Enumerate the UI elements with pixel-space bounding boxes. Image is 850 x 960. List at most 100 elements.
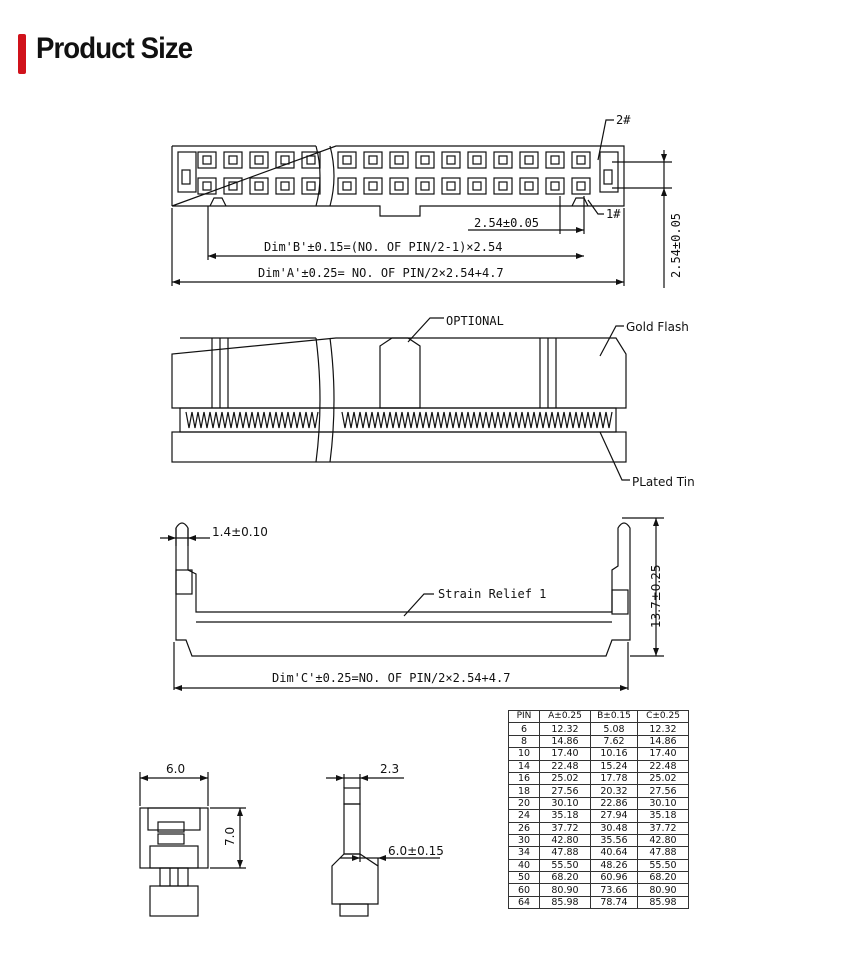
table-cell: 60 [508,883,540,897]
pin-contact [420,155,430,165]
table-cell: 10.16 [590,747,638,761]
table-cell: 78.74 [590,895,638,910]
table-cell: 25.02 [539,771,591,786]
pin-contact [368,155,378,165]
table-cell: 16 [508,771,540,786]
page-title: Product Size [36,32,193,65]
table-cell: 10 [508,747,540,761]
table-cell: 30.10 [637,796,689,811]
table-cell: 80.90 [539,883,591,897]
table-cell: 55.50 [637,858,689,873]
table-cell: 50 [508,871,540,885]
table-cell: 30.48 [590,821,638,835]
pin-socket [197,177,217,195]
pin-contact [394,155,404,165]
table-cell: 15.24 [590,759,638,773]
pin-contact [550,181,560,191]
table-cell: 34 [508,846,540,860]
pin-socket [441,177,461,195]
table-cell: 17.40 [637,747,689,761]
pin-socket [493,151,513,169]
pin-socket [545,177,565,195]
pin-contact [254,155,264,165]
table-cell: 40 [508,858,540,873]
table-cell: 8 [508,734,540,749]
table-cell: 64 [508,895,540,910]
table-cell: 14.86 [637,734,689,749]
table-cell: 47.88 [539,846,591,860]
pin-socket [337,177,357,195]
relief-height-label: 13.7±0.25 [649,565,663,629]
pin-socket [249,151,269,169]
table-cell: 73.66 [590,883,638,897]
table-cell: 12.32 [637,722,689,736]
accent-bar [18,34,26,74]
pin-contact [550,155,560,165]
column-header: C±0.25 [637,709,689,724]
side-height-label: 7.0 [223,827,237,846]
table-cell: 47.88 [637,846,689,860]
pin-socket [197,151,217,169]
table-cell: 22.48 [637,759,689,773]
gold-flash-label: Gold Flash [626,320,689,334]
pin-contact [420,181,430,191]
pin-socket [363,177,383,195]
pin-contact [498,181,508,191]
pin-socket [441,151,461,169]
height-label: 2.54±0.05 [669,213,683,278]
pin-contact [306,155,316,165]
pin-socket [415,151,435,169]
pin-contact [472,181,482,191]
side-width-label: 6.0 [166,762,185,776]
pin-grid [197,151,591,195]
table-cell: 17.40 [539,747,591,761]
table-cell: 30.10 [539,796,591,811]
column-header: PIN [508,709,540,724]
pin-contact [524,181,534,191]
table-cell: 35.18 [637,809,689,823]
pin-socket [301,151,321,169]
table-cell: 27.56 [637,784,689,798]
table-cell: 80.90 [637,883,689,897]
optional-label: OPTIONAL [446,314,504,328]
pin-contact [342,181,352,191]
pin-socket [571,177,591,195]
pin-socket [337,151,357,169]
side2-width-label: 2.3 [380,762,399,776]
plated-tin-label: PLated Tin [632,475,695,489]
pin-contact [254,181,264,191]
pin-socket [223,177,243,195]
contact-teeth [185,411,613,429]
pin-contact [394,181,404,191]
side-view-left [139,772,246,917]
table-cell: 7.62 [590,734,638,749]
teeth-path [185,411,613,429]
table-cell: 60.96 [590,871,638,885]
column-header: B±0.15 [590,709,638,724]
pin-contact [446,155,456,165]
pin-socket [363,151,383,169]
table-cell: 14.86 [539,734,591,749]
table-cell: 30 [508,833,540,848]
pin-socket [275,151,295,169]
pin2-label: 2# [616,113,631,127]
table-cell: 68.20 [539,871,591,885]
strain-relief-view [160,517,664,690]
pin-socket [545,151,565,169]
table-cell: 85.98 [637,895,689,910]
pitch-label: 2.54±0.05 [474,216,539,230]
table-cell: 26 [508,821,540,835]
table-cell: 35.56 [590,833,638,848]
